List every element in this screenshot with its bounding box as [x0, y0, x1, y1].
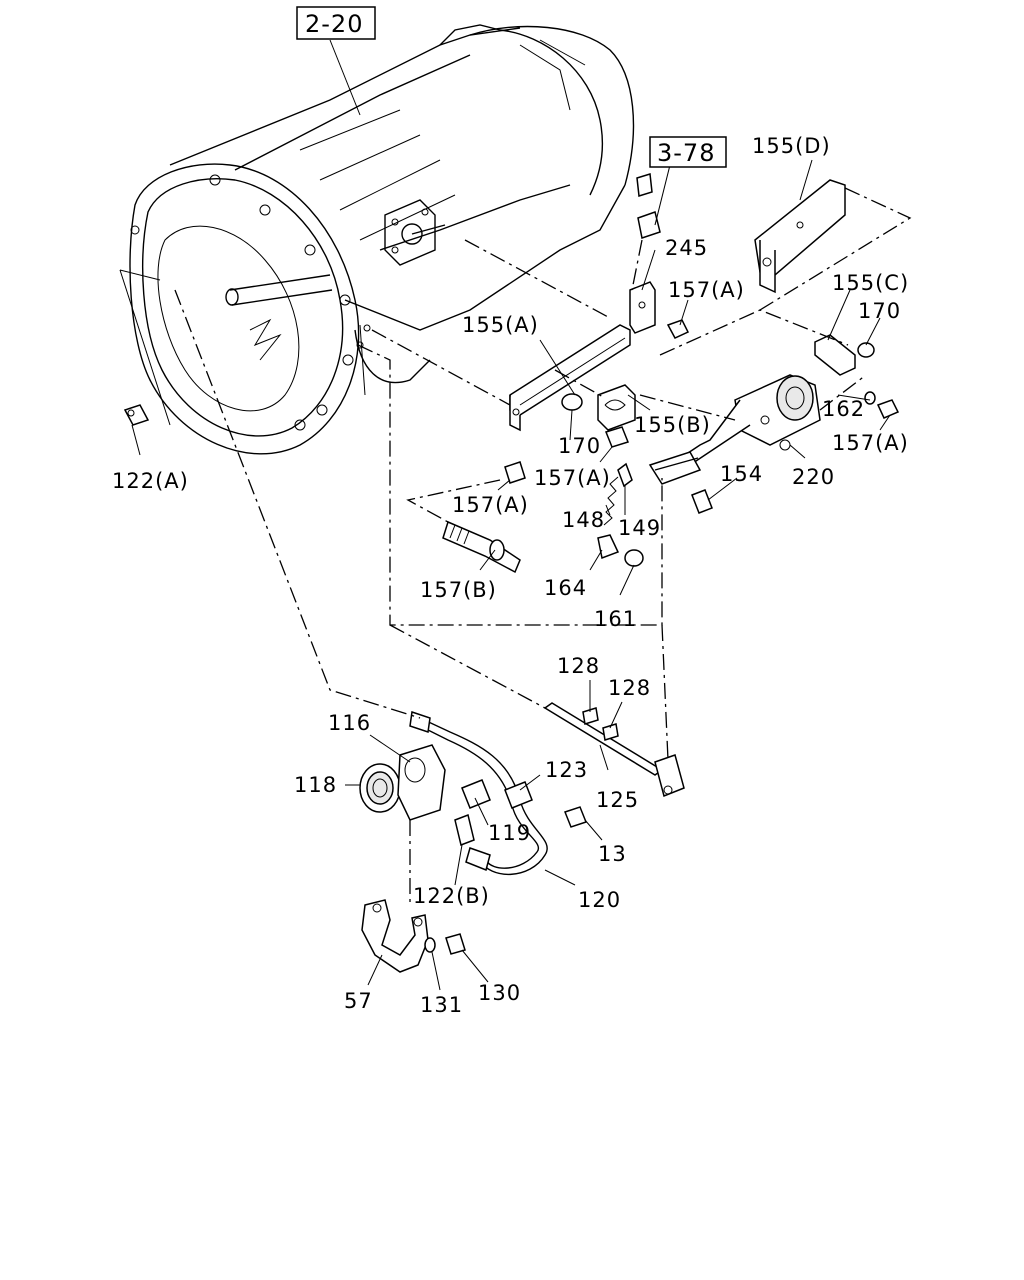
label-122b: 122(B)	[413, 884, 490, 908]
label-157a-left: 157(A)	[452, 493, 529, 517]
fitting-122b	[454, 813, 475, 847]
release-bearing-118	[359, 763, 401, 813]
bolt-157a	[504, 319, 900, 484]
washer-131	[424, 937, 436, 953]
stud-157b	[442, 520, 521, 574]
assembly-lines	[174, 187, 912, 905]
label-170-right: 170	[858, 299, 901, 323]
connector-123	[504, 781, 533, 809]
label-157a-mid: 157(A)	[534, 466, 611, 490]
label-123: 123	[545, 758, 588, 782]
label-155a: 155(A)	[462, 313, 539, 337]
label-128-b: 128	[608, 676, 651, 700]
label-128-a: 128	[557, 654, 600, 678]
pin-149	[617, 462, 633, 488]
label-149: 149	[618, 516, 661, 540]
key-128	[582, 707, 599, 725]
label-13: 13	[598, 842, 627, 866]
label-119: 119	[488, 821, 531, 845]
bracket-155a	[509, 324, 631, 432]
bracket-155b	[597, 384, 636, 431]
label-164: 164	[544, 576, 587, 600]
label-155c: 155(C)	[832, 271, 909, 295]
nut-161	[624, 549, 644, 567]
label-157a-top: 157(A)	[668, 278, 745, 302]
label-130: 130	[478, 981, 521, 1005]
label-157a-right: 157(A)	[832, 431, 909, 455]
label-157b: 157(B)	[420, 578, 497, 602]
slave-cylinder-220	[648, 374, 821, 485]
label-170-mid: 170	[558, 434, 601, 458]
fitting-122a	[123, 404, 150, 426]
release-fork-57	[361, 899, 429, 973]
bolt-3-78	[636, 173, 661, 239]
label-162: 162	[822, 397, 865, 421]
fitting-119	[461, 779, 491, 809]
bolt-13	[564, 806, 587, 828]
label-155b: 155(B)	[634, 413, 711, 437]
nut-170	[561, 342, 875, 411]
spring-148	[603, 476, 619, 526]
leader-122a-top	[119, 269, 161, 281]
hose-120	[409, 711, 548, 876]
label-161: 161	[594, 607, 637, 631]
label-120: 120	[578, 888, 621, 912]
label-155d: 155(D)	[752, 134, 831, 158]
svg-text:3-78: 3-78	[657, 139, 715, 167]
label-57: 57	[344, 989, 373, 1013]
bracket-155d	[754, 179, 846, 294]
svg-text:2-20: 2-20	[305, 10, 363, 38]
label-220: 220	[792, 465, 835, 489]
label-131: 131	[420, 993, 463, 1017]
bracket-155c	[814, 334, 856, 376]
bolt-154	[691, 489, 713, 514]
label-125: 125	[596, 788, 639, 812]
bracket-245	[629, 281, 656, 334]
label-118: 118	[294, 773, 337, 797]
leader-122a-bracket	[119, 269, 171, 426]
washer-162	[864, 391, 876, 405]
cross-shaft-125	[543, 702, 685, 798]
ref-box-3-78[interactable]: 3-78	[649, 136, 727, 168]
label-116: 116	[328, 711, 371, 735]
ref-box-2-20[interactable]: 2-20	[296, 6, 376, 40]
label-154: 154	[720, 462, 763, 486]
clip-164	[597, 534, 620, 560]
bolt-130	[445, 933, 466, 955]
label-245: 245	[665, 236, 708, 260]
transmission-housing	[129, 24, 635, 455]
sleeve-116	[397, 744, 446, 821]
label-148: 148	[562, 508, 605, 532]
leader-lines	[131, 39, 891, 991]
label-122a: 122(A)	[112, 469, 189, 493]
